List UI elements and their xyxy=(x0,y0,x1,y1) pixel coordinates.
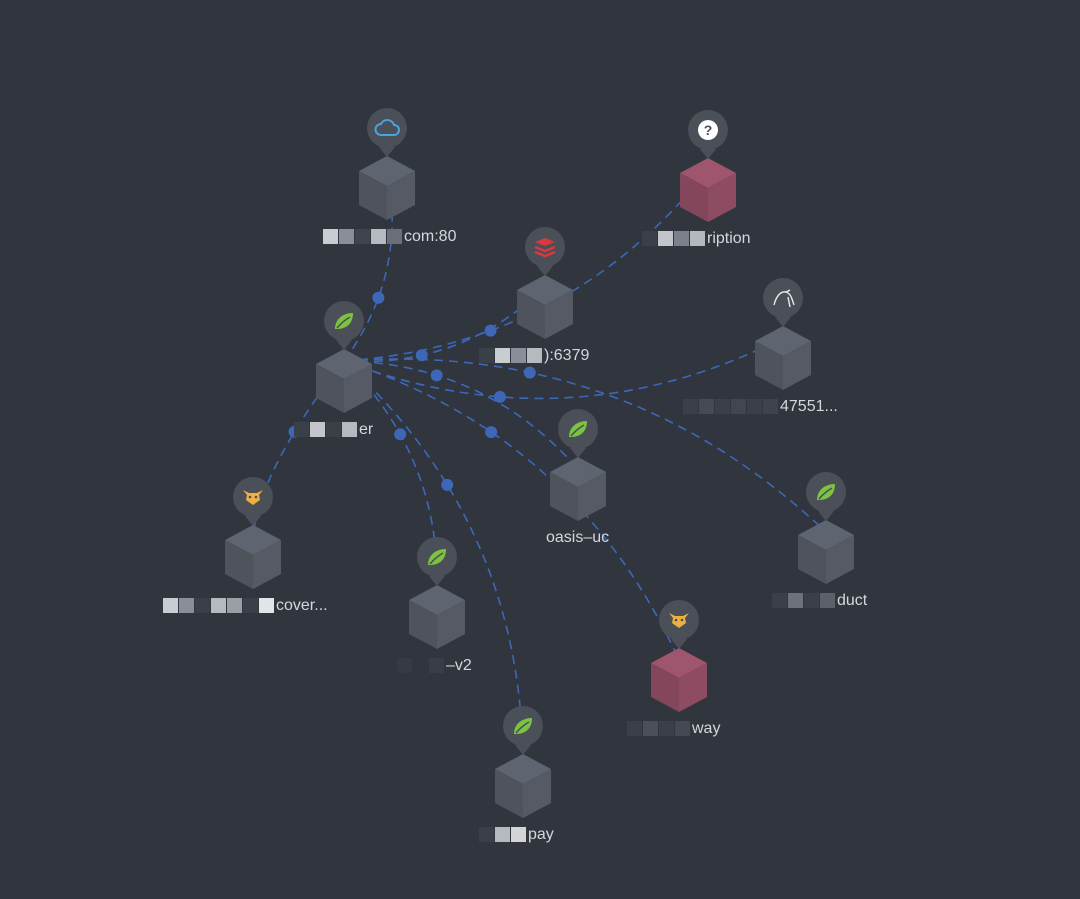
node-label: 47551... xyxy=(683,398,838,416)
mysql-icon xyxy=(763,278,803,327)
redacted-block xyxy=(479,348,543,364)
edge-dot xyxy=(493,390,506,403)
spring-icon xyxy=(503,706,543,755)
node-label-text: ):6379 xyxy=(544,347,590,364)
cube-shape xyxy=(225,525,281,589)
redacted-block xyxy=(772,593,836,609)
cube-shape xyxy=(316,349,372,413)
cube-shape xyxy=(755,326,811,390)
node-label-text: cover... xyxy=(276,597,328,614)
edge-dot xyxy=(372,291,385,304)
node-label-text: way xyxy=(692,720,721,737)
spring-icon xyxy=(324,301,364,350)
edge-dot xyxy=(485,426,498,439)
cube-shape xyxy=(517,275,573,339)
svg-text:?: ? xyxy=(704,122,713,138)
edge-dot xyxy=(484,324,497,337)
edge-dot xyxy=(523,366,536,379)
cube-shape xyxy=(798,520,854,584)
edge-center-gateway xyxy=(343,360,680,661)
edge-dot xyxy=(430,369,443,382)
node-label: com:80 xyxy=(323,228,456,246)
redacted-block xyxy=(479,827,527,843)
node-label-text: pay xyxy=(528,826,554,843)
edge-dot xyxy=(394,428,407,441)
redacted-block xyxy=(323,229,403,245)
cube-shape xyxy=(409,585,465,649)
edge-center-pay xyxy=(343,360,524,767)
node-label-text: duct xyxy=(837,592,868,609)
node-label: ):6379 xyxy=(479,347,589,365)
redacted-block xyxy=(642,231,706,247)
edge-center-product xyxy=(343,358,827,533)
node-label-text: er xyxy=(359,421,374,438)
node-label-text: com:80 xyxy=(404,228,457,245)
node-label-text: 47551... xyxy=(780,398,838,415)
node-label: way xyxy=(627,720,720,738)
spring-icon xyxy=(806,472,846,521)
edge-dot xyxy=(441,478,454,491)
spring-icon xyxy=(558,409,598,458)
redacted-block xyxy=(381,658,445,674)
edge-dot xyxy=(415,349,428,362)
node-label-text: oasis–uc xyxy=(546,529,610,546)
redacted-block xyxy=(683,399,779,415)
node-label: cover... xyxy=(163,597,328,615)
tomcat-icon xyxy=(659,600,699,649)
node-label: ription xyxy=(642,230,751,248)
node-label-text: –v2 xyxy=(446,657,472,674)
redis-icon xyxy=(525,227,565,276)
node-label: er xyxy=(294,421,373,439)
edge-center-oasis_uc xyxy=(343,360,579,470)
node-label-text: ription xyxy=(707,230,751,247)
tomcat-icon xyxy=(233,477,273,526)
cube-shape xyxy=(680,158,736,222)
node-label: oasis–uc xyxy=(546,529,609,547)
spring-icon xyxy=(417,537,457,586)
cube-shape xyxy=(550,457,606,521)
cube-shape xyxy=(495,754,551,818)
cube-shape xyxy=(359,156,415,220)
cloud-icon xyxy=(367,108,407,157)
redacted-block xyxy=(627,721,691,737)
node-label: pay xyxy=(479,826,554,844)
question-icon: ? xyxy=(688,110,728,159)
edge-center-redis xyxy=(343,286,546,363)
cube-shape xyxy=(651,648,707,712)
node-label: duct xyxy=(772,592,867,610)
node-label: –v2 xyxy=(381,657,472,675)
edge-center-mysql xyxy=(343,337,784,400)
redacted-block xyxy=(163,598,275,614)
redacted-block xyxy=(294,422,358,438)
